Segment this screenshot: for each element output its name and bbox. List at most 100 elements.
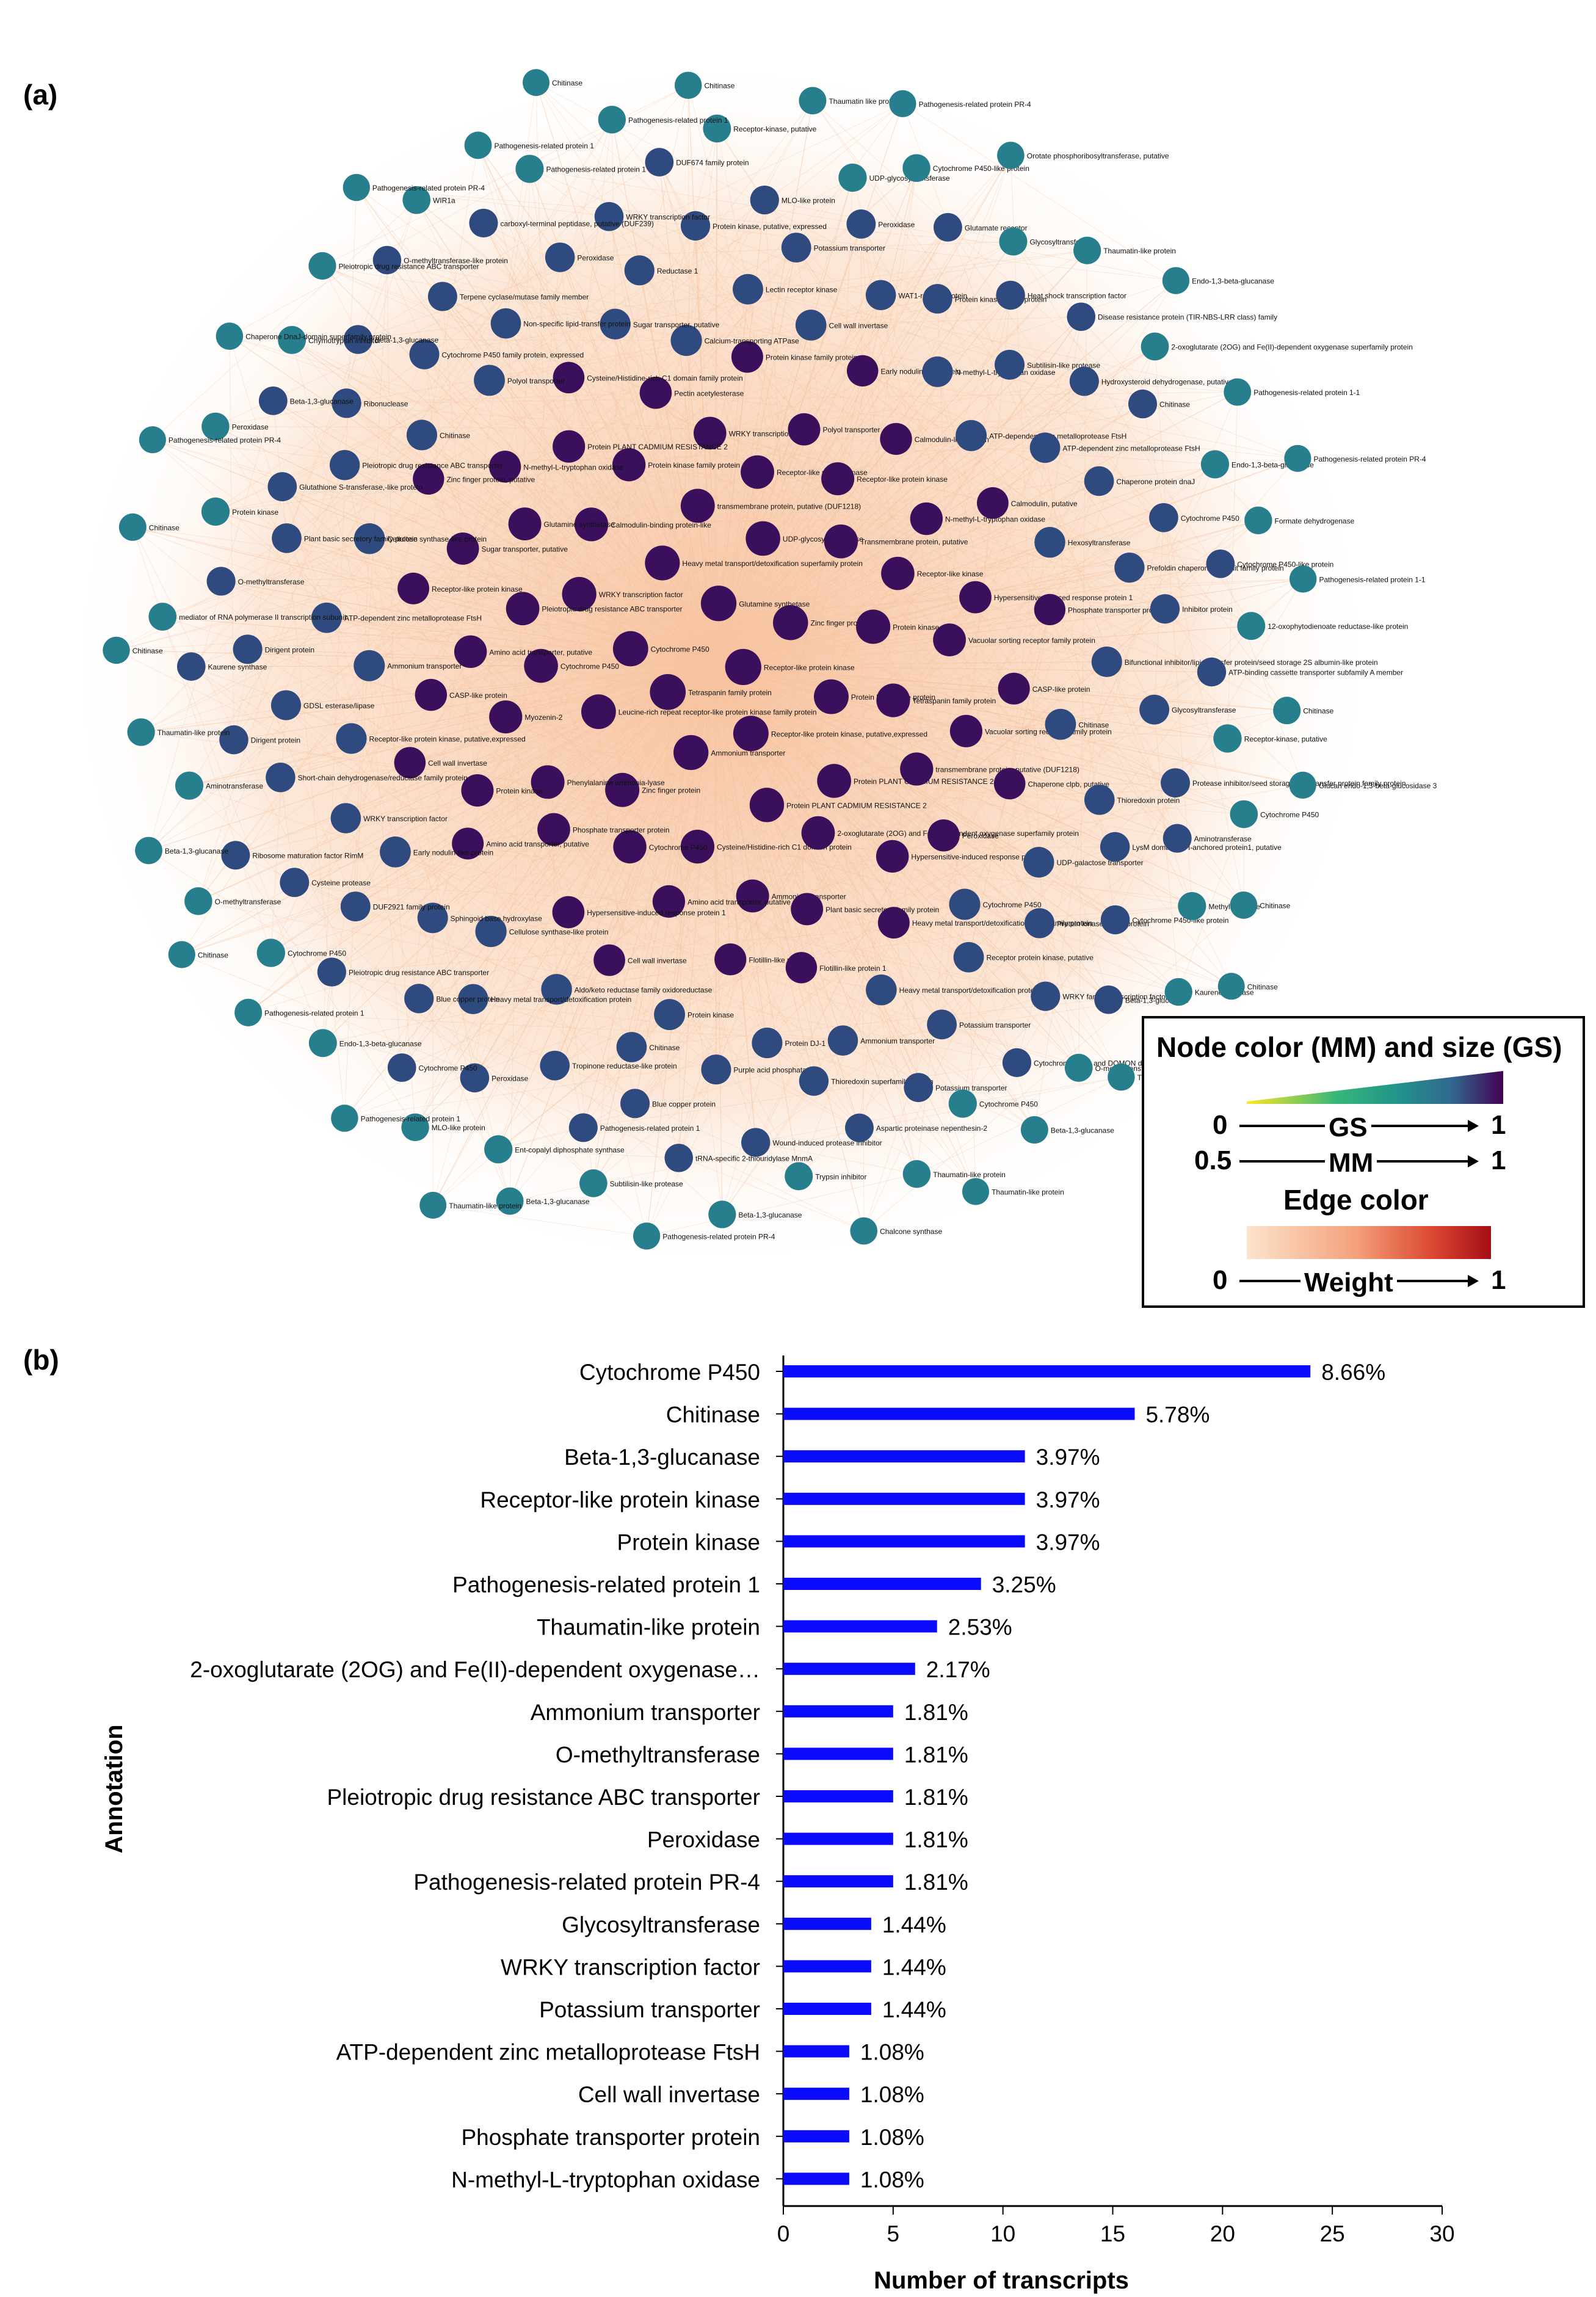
- network-node: [496, 1187, 524, 1215]
- x-tick-label: 25: [1320, 2221, 1345, 2246]
- network-node-label: Receptor-like kinase: [917, 570, 984, 578]
- network-node-label: Short-chain dehydrogenase/reductase fami…: [298, 774, 468, 782]
- network-edge: [831, 447, 1045, 697]
- network-edge: [714, 567, 1130, 666]
- network-node-label: Zinc finger protein: [811, 619, 869, 628]
- network-edge: [322, 85, 689, 266]
- network-edge: [351, 665, 715, 739]
- network-edge: [229, 336, 715, 666]
- network-node-label: WRKY transcription factor: [363, 815, 448, 823]
- category-label: Pleiotropic drug resistance ABC transpor…: [327, 1785, 760, 1810]
- network-edge: [714, 665, 808, 910]
- network-edge: [410, 567, 1130, 763]
- network-edge: [669, 1014, 919, 1088]
- network-node: [545, 242, 575, 272]
- network-edge: [1154, 564, 1221, 710]
- network-node: [1108, 1063, 1135, 1091]
- network-node-label: CASP-like protein: [449, 691, 507, 700]
- network-node: [865, 280, 896, 311]
- network-edge: [593, 128, 717, 1184]
- network-node-label: ATP-dependent zinc metalloprotease FtsH: [989, 432, 1126, 440]
- network-edge: [286, 705, 717, 1070]
- network-edge: [272, 401, 542, 666]
- network-edge: [598, 458, 1298, 713]
- network-node: [581, 694, 616, 730]
- network-edge: [344, 520, 1259, 1119]
- network-edge: [282, 486, 623, 791]
- network-edge: [630, 370, 863, 649]
- network-node: [953, 942, 984, 973]
- network-node-label: Potassium transporter: [814, 244, 885, 252]
- network-node: [176, 652, 206, 681]
- network-node-label: Cellulose synthase-like protein: [387, 535, 487, 543]
- network-edge: [369, 538, 715, 666]
- network-edge: [355, 724, 1061, 907]
- network-node-label: Amino acid transporter, putative: [486, 840, 589, 849]
- network-node-label: Plant basic secretory family protein: [304, 534, 418, 543]
- network-node: [216, 322, 244, 350]
- network-node: [910, 502, 943, 535]
- network-node: [1230, 891, 1258, 919]
- category-label: Ammonium transporter: [531, 1700, 760, 1725]
- network-node: [1149, 503, 1178, 532]
- network-edge: [818, 626, 874, 833]
- network-node-label: Potassium transporter: [959, 1021, 1031, 1029]
- network-edge: [483, 223, 767, 805]
- bar: [783, 1450, 1025, 1463]
- network-edge: [386, 259, 396, 852]
- network-edge: [858, 518, 927, 1128]
- network-edge: [152, 439, 719, 604]
- network-node: [354, 650, 385, 681]
- network-edge: [468, 710, 1287, 844]
- network-edge: [413, 588, 715, 666]
- network-edge: [714, 665, 756, 1143]
- network-node-label: 2-oxoglutarate (2OG) and Fe(II)-dependen…: [1171, 343, 1413, 351]
- network-edge: [344, 227, 948, 1119]
- network-node-label: Thioredoxin protein: [1117, 796, 1180, 805]
- network-node-label: Amino acid transporter, putative: [687, 898, 791, 906]
- network-edge: [132, 526, 1039, 863]
- network-node: [579, 1169, 608, 1197]
- network-node-label: DUF2921 family protein: [373, 903, 450, 912]
- category-label: Protein kinase: [617, 1530, 760, 1555]
- network-edge: [714, 665, 1228, 739]
- network-edge: [582, 780, 835, 1128]
- network-edge: [916, 1076, 1122, 1175]
- network-node-label: Ent-copalyl diphosphate synthase: [515, 1145, 625, 1154]
- network-edge: [714, 472, 758, 666]
- network-edge: [798, 731, 967, 1177]
- network-node-label: carboxyl-terminal peptidase, putative (D…: [500, 219, 653, 228]
- network-node: [605, 772, 640, 807]
- network-node-label: Glucan endo-1,3-beta-glucosidase 3: [1319, 782, 1437, 790]
- network-edge: [344, 465, 410, 763]
- network-node-label: Chaperone protein dnaJ: [1116, 477, 1195, 486]
- network-edge: [553, 829, 731, 960]
- network-edge: [714, 665, 1115, 920]
- network-node: [409, 339, 440, 369]
- network-node: [664, 1144, 693, 1172]
- category-label: Phosphate transporter protein: [461, 2125, 760, 2150]
- network-edge: [198, 711, 599, 902]
- network-edge: [332, 971, 864, 1232]
- network-edge: [1039, 738, 1228, 863]
- network-node-label: Thaumatin-like protein: [992, 1188, 1064, 1197]
- legend-mm-label: MM: [1325, 1148, 1377, 1178]
- network-edge: [181, 588, 414, 955]
- network-edge: [714, 364, 1010, 666]
- network-edge: [966, 567, 1130, 731]
- network-node: [880, 423, 912, 455]
- network-node: [856, 609, 891, 644]
- network-edge: [198, 548, 463, 902]
- network-edge: [813, 738, 1228, 1081]
- network-edge: [568, 912, 647, 1236]
- network-edge: [522, 608, 594, 1184]
- network-edge: [326, 617, 471, 652]
- network-edge: [812, 100, 1143, 404]
- network-node: [785, 1162, 813, 1191]
- network-edge: [344, 356, 748, 466]
- network-node: [148, 603, 177, 631]
- network-node: [490, 308, 521, 339]
- network-node-label: Receptor-kinase, putative: [733, 125, 816, 133]
- network-edge: [615, 324, 1298, 459]
